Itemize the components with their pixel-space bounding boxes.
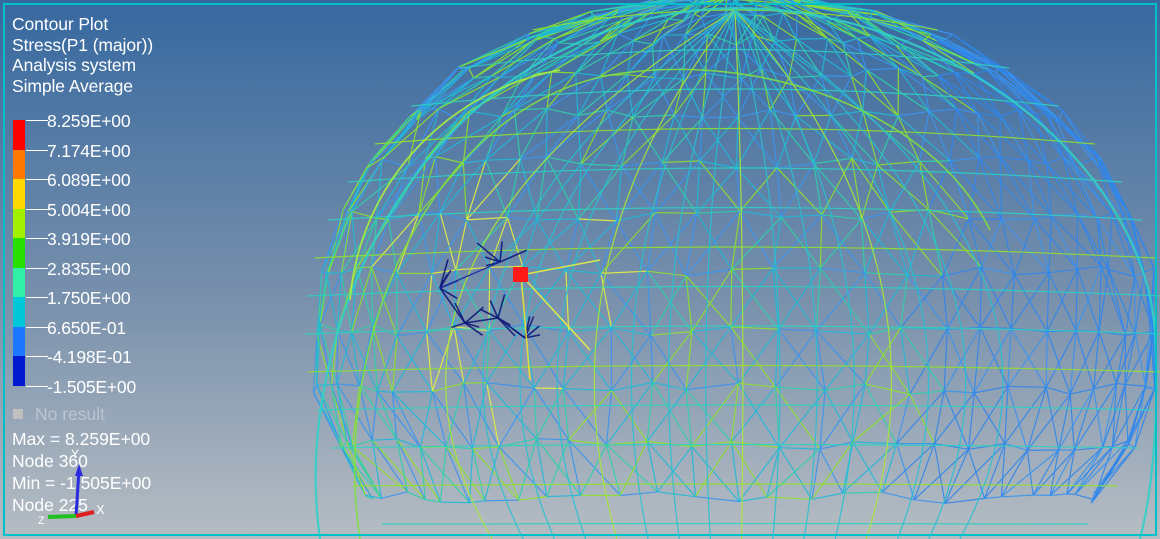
legend-swatch — [13, 120, 25, 150]
legend-swatch — [13, 238, 25, 268]
legend-tick — [26, 297, 48, 298]
legend-stats: Max = 8.259E+00 Node 360 Min = -1.505E+0… — [12, 428, 151, 516]
legend-tick — [26, 149, 48, 151]
legend-level-label: 6.089E+00 — [47, 170, 131, 190]
legend-tick — [26, 179, 48, 180]
triad-z-label: Z — [38, 515, 45, 527]
triad-x-axis — [75, 510, 95, 518]
legend-level-label: -1.505E+00 — [47, 376, 136, 397]
legend-swatch — [13, 208, 25, 238]
triad-z-axis — [47, 514, 77, 519]
triad-y-label: Y — [71, 447, 79, 461]
legend-title: Contour Plot — [12, 14, 109, 34]
legend-tick — [26, 120, 48, 121]
legend-swatch — [13, 267, 25, 297]
legend-level-label: -4.198E-01 — [47, 347, 132, 367]
legend-averaging: Simple Average — [12, 75, 133, 96]
legend-result-type: Stress(P1 (major)) — [12, 34, 154, 55]
triad-y-axis — [74, 469, 81, 517]
legend-level-label: 6.650E-01 — [47, 317, 126, 338]
legend-tick — [26, 356, 48, 357]
max-node: Node 360 — [12, 451, 88, 471]
no-result-swatch — [13, 409, 23, 419]
min-node: Node 225 — [12, 495, 88, 515]
legend-tick — [26, 267, 48, 269]
contour-legend: Contour Plot Stress(P1 (major)) Analysis… — [12, 14, 153, 96]
legend-level-label: 2.835E+00 — [47, 258, 131, 279]
no-result-label: No result — [35, 404, 106, 424]
max-stress-marker — [513, 267, 528, 282]
triad-x-label: X — [96, 502, 105, 517]
legend-tick — [26, 326, 48, 328]
legend-level-label: 1.750E+00 — [47, 288, 131, 308]
axis-triad: Y X Z — [38, 447, 105, 527]
triad-y-arrow-icon — [75, 464, 83, 476]
legend-level-label: 7.174E+00 — [47, 140, 131, 161]
legend-swatch — [13, 326, 25, 356]
legend-swatch — [13, 149, 25, 179]
legend-tick — [26, 385, 48, 387]
legend-system: Analysis system — [12, 55, 136, 75]
legend-level-label: 5.004E+00 — [47, 199, 131, 220]
legend-level-label: 8.259E+00 — [47, 111, 131, 131]
legend-tick — [26, 238, 48, 239]
min-value: Min = -1.505E+00 — [12, 473, 152, 493]
legend-level-label: 3.919E+00 — [47, 229, 131, 249]
legend-swatch — [13, 356, 25, 386]
legend-swatch — [13, 297, 25, 327]
legend-no-result: No result — [13, 404, 105, 424]
legend-tick — [26, 208, 48, 210]
legend-swatch — [13, 179, 25, 209]
max-value: Max = 8.259E+00 — [12, 429, 151, 449]
